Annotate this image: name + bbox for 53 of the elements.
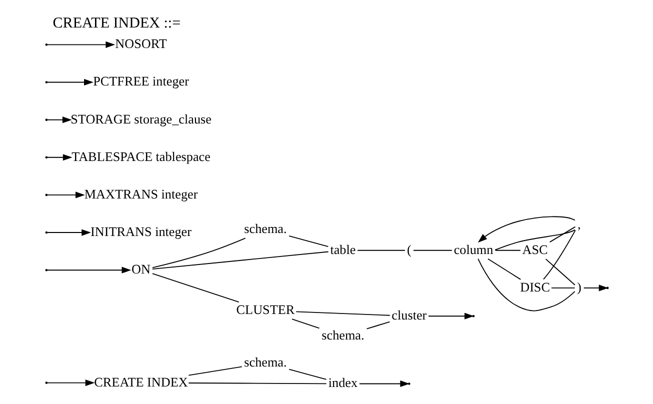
node-text: NOSORT [114,36,166,52]
arrow [46,41,115,48]
arrow [477,216,575,243]
connector [544,258,575,286]
node-text: CREATE INDEX [94,374,188,390]
connector [288,235,328,248]
connector [412,250,452,251]
connector [542,230,576,280]
connector [288,368,326,380]
node-text: DISC [520,279,550,294]
arrow [428,312,474,320]
arrow [46,78,93,86]
connector [494,250,520,251]
node-text: CLUSTER [236,302,294,317]
connector [188,366,242,376]
diagram-title: CREATE INDEX ::= [52,16,180,32]
node-text: , [577,216,580,232]
connector [295,311,390,316]
node-text: schema. [244,221,286,236]
node-text: STORAGE storage_clause [70,111,211,126]
connector [151,238,246,268]
connector [487,258,521,280]
arrow [46,192,84,198]
connector [477,258,575,312]
arrow [46,380,94,386]
connector [550,287,575,288]
node-text: schema. [321,327,364,342]
node-text: column [453,242,493,257]
connector [291,318,320,329]
node-text: ASC [522,242,548,257]
connector [494,229,575,250]
node-text: table [330,242,356,257]
node-text: ON [131,262,150,277]
arrow [358,380,410,388]
connector [356,250,405,251]
node-text: cluster [391,308,426,323]
arrow [46,266,131,274]
node-text: MAXTRANS integer [84,186,198,202]
connector [151,251,328,270]
arrow [46,116,72,124]
connector [188,382,326,384]
node-text: PCTFREE integer [92,74,188,89]
node-text: schema. [244,354,286,370]
arrow [46,154,72,161]
node-text: index [328,375,358,390]
node-text: INITRANS integer [90,224,192,239]
arrow [46,229,91,236]
node-text: ( [406,242,411,257]
connector [548,226,576,243]
connector [151,273,239,302]
connector [366,321,390,330]
node-text: ) [576,279,581,294]
node-text: TABLESPACE tablespace [71,148,210,164]
